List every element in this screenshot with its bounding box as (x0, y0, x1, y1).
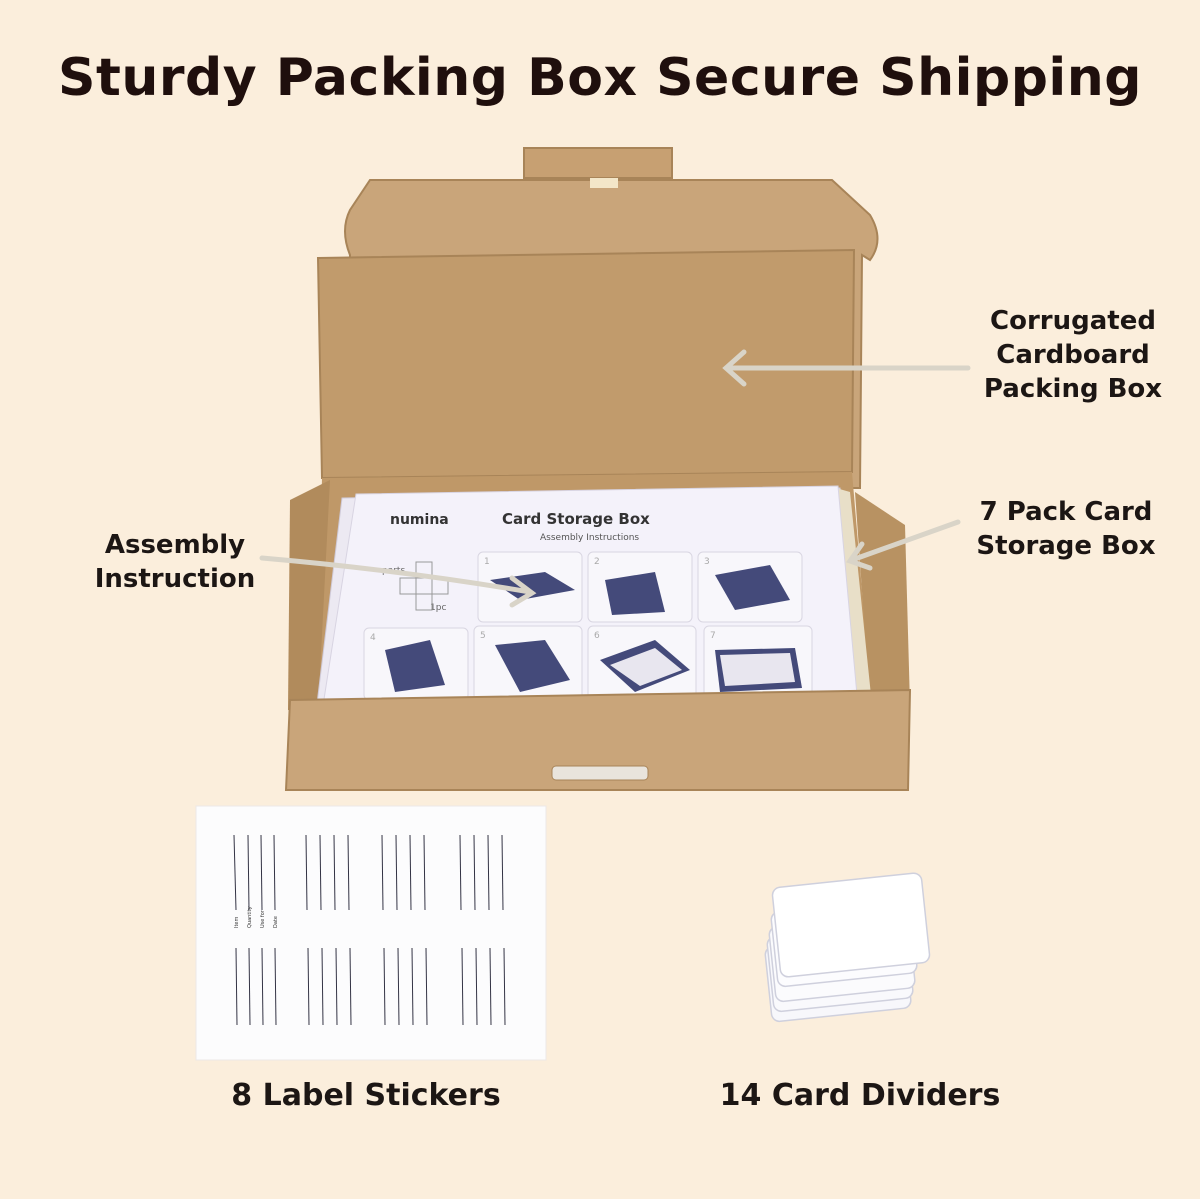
arrow-packing-box-head (722, 349, 747, 387)
step-number-2: 2 (594, 557, 600, 567)
callout-packing-box: Corrugated Cardboard Packing Box (968, 304, 1178, 406)
sheet-subheading: Assembly Instructions (540, 533, 639, 543)
sheet-parts-qty: 1pc (430, 603, 446, 613)
lid-slot (590, 178, 618, 188)
box-lid-inner (316, 248, 856, 480)
callout-packing-box-line-1: Corrugated (990, 306, 1156, 336)
box-lid-tab (523, 147, 673, 179)
page-title: Sturdy Packing Box Secure Shipping (58, 48, 1142, 108)
step-number-7: 7 (710, 631, 716, 641)
callout-storage-box: 7 Pack Card Storage Box (960, 495, 1172, 563)
step-number-1: 1 (484, 557, 490, 567)
callout-storage-box-line-1: 7 Pack Card (979, 497, 1153, 527)
step-number-6: 6 (594, 631, 600, 641)
sheet-heading: Card Storage Box (502, 510, 650, 528)
label-field-date: Date (273, 916, 279, 928)
arrow-assembly (259, 555, 533, 595)
label-sticker-sheet: Item Quantity Use for Date (195, 805, 547, 1061)
step-number-5: 5 (480, 631, 486, 641)
step-number-3: 3 (704, 557, 710, 567)
callout-storage-box-line-2: Storage Box (976, 531, 1156, 561)
label-field-use-for: Use for (260, 909, 266, 928)
caption-label-stickers: 8 Label Stickers (231, 1078, 501, 1113)
callout-packing-box-line-3: Packing Box (983, 374, 1163, 404)
step-box-highlights (610, 648, 795, 686)
box-front-slot (551, 765, 649, 781)
arrow-storage-box-head (846, 541, 873, 571)
label-lines (233, 834, 506, 1026)
sheet-brand: numina (390, 512, 449, 528)
step-number-4: 4 (370, 633, 376, 643)
box-left-wall (288, 480, 330, 712)
callout-assembly: Assembly Instruction (80, 528, 270, 596)
box-front-wall (284, 688, 912, 791)
callout-assembly-line-1: Assembly (104, 530, 246, 560)
arrow-assembly-head (509, 575, 537, 608)
label-field-names: Item Quantity Use for Date (234, 906, 279, 928)
caption-card-dividers: 14 Card Dividers (719, 1078, 1001, 1113)
arrow-storage-box (849, 519, 961, 563)
label-field-item: Item (234, 916, 240, 928)
step-numbers: 1 2 3 4 5 6 7 (370, 557, 716, 643)
instruction-sheet: numina Card Storage Box Assembly Instruc… (321, 485, 859, 713)
callout-packing-box-line-2: Cardboard (996, 340, 1150, 370)
callout-assembly-line-2: Instruction (94, 564, 256, 594)
arrows (259, 349, 971, 608)
card-dividers-stack (764, 872, 931, 1023)
label-field-quantity: Quantity (247, 906, 253, 928)
